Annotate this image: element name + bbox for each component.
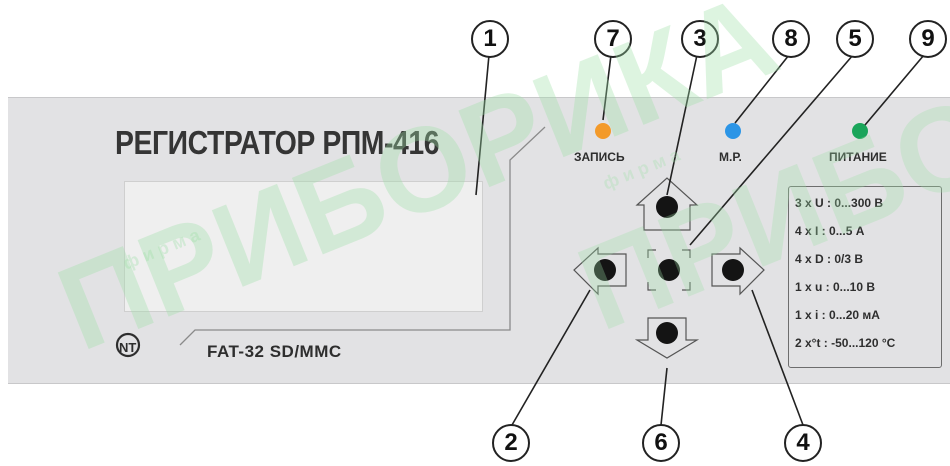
callout-2: 2 — [492, 424, 530, 462]
up-button-knob — [656, 196, 678, 218]
power-led — [852, 123, 868, 139]
spec-line: 2 x°t : -50...120 °C — [795, 336, 896, 350]
left-button[interactable] — [573, 246, 627, 296]
callout-4: 4 — [784, 424, 822, 462]
callout-8: 8 — [772, 20, 810, 58]
down-button[interactable] — [634, 317, 700, 359]
record-led — [595, 123, 611, 139]
callout-1: 1 — [471, 20, 509, 58]
spec-line: 4 x I : 0...5 А — [795, 224, 865, 238]
callout-6: 6 — [642, 424, 680, 462]
mr-label: М.Р. — [719, 150, 742, 164]
callout-7: 7 — [594, 20, 632, 58]
callout-9: 9 — [909, 20, 947, 58]
spec-line: 3 x U : 0...300 В — [795, 196, 884, 210]
mr-led — [725, 123, 741, 139]
spec-line: 4 x D : 0/3 В — [795, 252, 864, 266]
left-button-knob — [594, 259, 616, 281]
spec-box: 3 x U : 0...300 В 4 x I : 0...5 А 4 x D … — [788, 186, 942, 368]
spec-line: 1 x i : 0...20 мА — [795, 308, 880, 322]
lcd-screen — [124, 181, 483, 312]
record-label: ЗАПИСЬ — [574, 150, 625, 164]
center-button[interactable] — [647, 249, 691, 291]
power-label: ПИТАНИЕ — [829, 150, 887, 164]
up-button[interactable] — [635, 177, 699, 231]
callout-3: 3 — [681, 20, 719, 58]
right-button-knob — [722, 259, 744, 281]
svg-text:NT: NT — [119, 340, 136, 355]
storage-label: FAT-32 SD/MMC — [207, 342, 342, 361]
center-button-knob — [658, 259, 680, 281]
down-button-knob — [656, 322, 678, 344]
spec-line: 1 x u : 0...10 В — [795, 280, 876, 294]
device-title: РЕГИСТРАТОР РПМ-416 — [115, 124, 440, 161]
callout-5: 5 — [836, 20, 874, 58]
right-button[interactable] — [711, 246, 765, 296]
